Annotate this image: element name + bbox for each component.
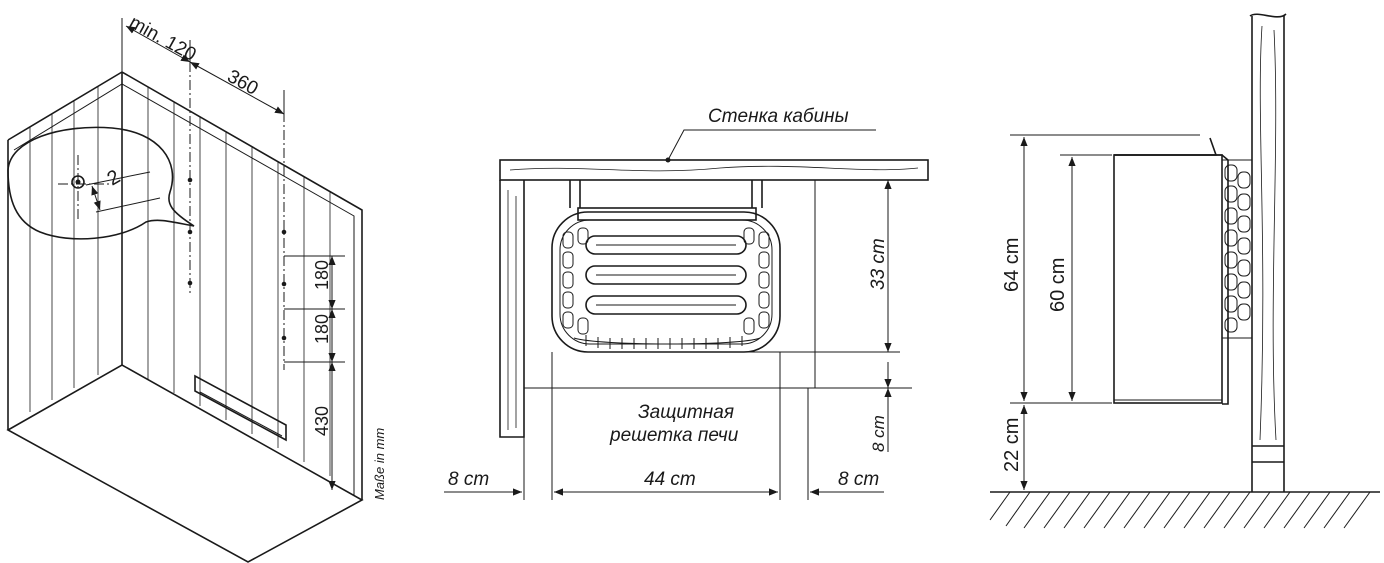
right-labels: 64 cm 60 cm 22 cm xyxy=(1001,238,1069,472)
dim-180-lower: 180 xyxy=(312,314,332,344)
floor-hatch xyxy=(989,491,1371,529)
dim-33: 33 cm xyxy=(868,238,889,290)
middle-labels: Стенка кабины 33 cm Защитная решетка печ… xyxy=(448,106,889,490)
detail-bubble xyxy=(7,126,195,240)
wall-outline-inner xyxy=(13,83,355,496)
wall-label: Стенка кабины xyxy=(708,106,849,127)
units-note: Maße in mm xyxy=(372,428,387,500)
middle-top-view xyxy=(444,129,929,500)
cabin-wall-board xyxy=(499,159,929,181)
screw-head-icon xyxy=(71,175,85,189)
dim-min-120: min. 120 xyxy=(126,12,200,66)
dim-8-side: 8 cm xyxy=(869,415,888,452)
heater-body xyxy=(551,211,781,353)
left-post xyxy=(499,180,525,438)
dim-360: 360 xyxy=(224,66,262,100)
screw-points xyxy=(187,177,287,341)
right-side-view xyxy=(989,13,1380,529)
dim-44: 44 cm xyxy=(644,469,696,490)
dim-8-left: 8 cm xyxy=(448,469,489,490)
left-wall-boards xyxy=(29,86,99,412)
dim-180-upper: 180 xyxy=(312,260,332,290)
wall-outline xyxy=(7,71,363,500)
dim-22: 22 cm xyxy=(1001,418,1023,472)
wall-post xyxy=(1251,16,1285,492)
right-wall-boards xyxy=(147,87,331,476)
dim-min-120-line xyxy=(125,25,191,63)
wall-label-leader xyxy=(667,129,876,161)
guard-label-2: решетка печи xyxy=(609,425,739,446)
dim-64: 64 cm xyxy=(1001,238,1023,292)
guard-label-1: Защитная xyxy=(638,402,734,423)
dim-8-right: 8 cm xyxy=(838,469,879,490)
left-isometric-view xyxy=(6,18,364,563)
floor-outline xyxy=(6,364,364,563)
heater-side-stones xyxy=(1221,159,1253,339)
floor-bracket xyxy=(194,374,287,442)
heater-stones xyxy=(562,227,770,335)
dim-60: 60 cm xyxy=(1047,258,1069,312)
heating-elements xyxy=(585,235,747,315)
heater-side-body xyxy=(1113,154,1223,404)
dim-430: 430 xyxy=(312,406,332,436)
dim-360-line xyxy=(189,61,285,115)
